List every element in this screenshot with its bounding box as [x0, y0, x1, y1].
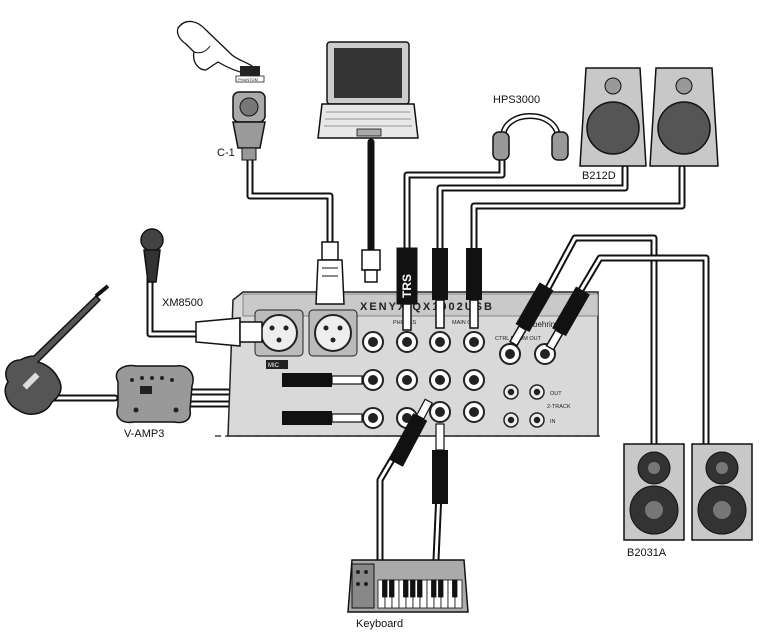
headphones-icon	[492, 113, 569, 161]
main-out-right-plug	[466, 248, 482, 329]
black-key	[417, 579, 423, 598]
mixer: XENYX QX1002USB behringer MIC	[227, 291, 599, 437]
mixer-brand: XENYX QX1002USB	[360, 301, 494, 313]
headphone-cable	[403, 148, 506, 256]
xm8500-label: XM8500	[162, 297, 203, 309]
b2031a-label: B2031A	[627, 547, 667, 559]
c1-xlr-plug	[315, 241, 345, 305]
c1-microphone-icon	[232, 91, 266, 161]
hps3000-label: HPS3000	[493, 94, 541, 106]
black-key	[452, 579, 458, 598]
ctrl-room-left-plug	[509, 282, 554, 347]
black-key	[410, 579, 416, 598]
phantom-label: PHANTOM	[238, 77, 258, 82]
b2031a-speaker-left-icon	[623, 443, 685, 541]
jack-inputs	[362, 331, 485, 429]
black-key	[382, 579, 388, 598]
c1-mic-cable	[246, 154, 334, 259]
vamp3-label: V-AMP3	[124, 428, 165, 440]
phantom-button: PHANTOM	[235, 66, 265, 83]
rca-out-label: OUT	[550, 391, 562, 397]
keyboard-right-plug	[432, 423, 448, 504]
ctrl-room-jacks	[499, 343, 556, 365]
black-key	[438, 579, 444, 598]
xm8500-xlr-plug	[195, 317, 263, 347]
b2031a-speaker-right-icon	[691, 443, 753, 541]
xm8500-microphone-icon	[140, 228, 164, 283]
main-out-left-plug	[432, 248, 448, 329]
line-in-right-plug	[282, 411, 363, 425]
finger-icon	[176, 20, 253, 75]
usb-plug	[361, 249, 381, 283]
rca-in-label: IN	[550, 419, 556, 425]
b212d-label: B212D	[582, 170, 616, 182]
keyboard-icon	[347, 559, 469, 613]
black-key	[389, 579, 395, 598]
plugs: TRS	[195, 241, 590, 504]
trs-plug: TRS	[396, 247, 418, 331]
keyboard-left-plug	[388, 398, 433, 467]
main-out-label: MAIN OUT	[452, 320, 480, 326]
ctrl-room-right-plug	[545, 286, 590, 351]
vamp3-icon	[115, 364, 194, 424]
xlr-input-2	[308, 309, 358, 357]
rca-jacks	[503, 384, 545, 428]
laptop-icon	[317, 41, 419, 139]
mixer-maker: behringer	[533, 320, 567, 329]
xlr-input-1	[254, 309, 304, 357]
black-key	[403, 579, 409, 598]
trs-label: TRS	[400, 274, 414, 298]
two-track-label: 2-TRACK	[547, 404, 571, 410]
b212d-speaker-right-icon	[649, 67, 719, 167]
mic-label: MIC	[268, 363, 280, 369]
b212d-speaker-left-icon	[579, 67, 647, 167]
black-key	[431, 579, 437, 598]
keyboard-label: Keyboard	[356, 618, 404, 630]
line-in-left-plug	[282, 373, 363, 387]
guitar-icon	[4, 284, 110, 415]
c1-label: C-1	[217, 147, 235, 159]
